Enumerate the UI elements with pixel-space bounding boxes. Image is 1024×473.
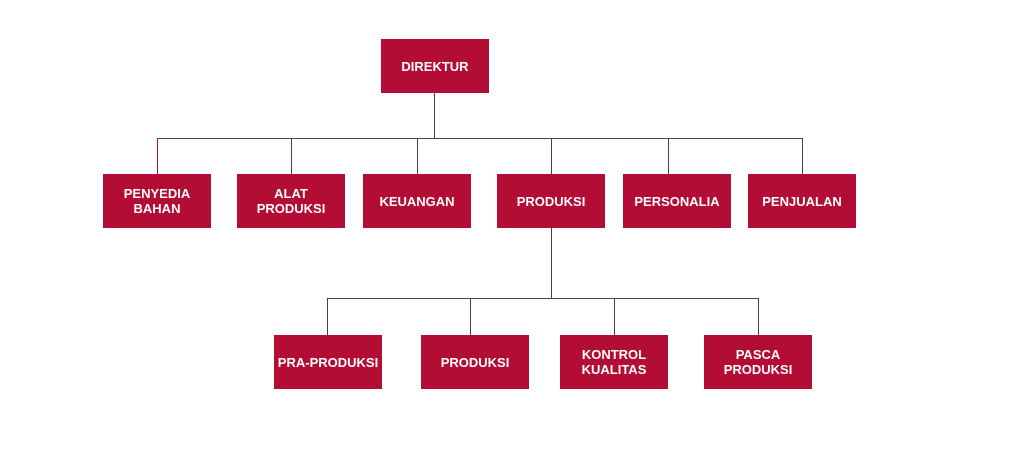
node-personalia: PERSONALIA: [623, 174, 731, 228]
node-direktur: DIREKTUR: [381, 39, 489, 93]
connector-alat-produksi: [291, 138, 292, 174]
connector-produksi-down: [551, 228, 552, 298]
connector-level2-horizontal: [327, 298, 759, 299]
connector-kontrol-kualitas: [614, 298, 615, 335]
connector-produksi-sub: [470, 298, 471, 335]
node-alat-produksi: ALAT PRODUKSI: [237, 174, 345, 228]
node-produksi-sub-label: PRODUKSI: [440, 354, 510, 370]
node-kontrol-kualitas: KONTROL KUALITAS: [560, 335, 668, 389]
node-pasca-produksi-label: PASCA PRODUKSI: [723, 347, 793, 377]
node-produksi-sub: PRODUKSI: [421, 335, 529, 389]
node-pasca-produksi: PASCA PRODUKSI: [704, 335, 812, 389]
connector-keuangan: [417, 138, 418, 174]
node-penjualan-label: PENJUALAN: [762, 193, 842, 209]
node-personalia-label: PERSONALIA: [634, 193, 720, 209]
node-direktur-label: DIREKTUR: [401, 58, 469, 74]
node-penjualan: PENJUALAN: [748, 174, 856, 228]
node-produksi: PRODUKSI: [497, 174, 605, 228]
node-alat-produksi-label: ALAT PRODUKSI: [256, 186, 326, 216]
node-kontrol-kualitas-label: KONTROL KUALITAS: [581, 347, 647, 377]
node-pra-produksi-label: PRA-PRODUKSI: [277, 354, 379, 370]
node-produksi-label: PRODUKSI: [516, 193, 586, 209]
connector-personalia: [668, 138, 669, 174]
connector-level1-horizontal: [157, 138, 803, 139]
node-keuangan-label: KEUANGAN: [379, 193, 455, 209]
connector-pasca-produksi: [758, 298, 759, 335]
node-penyedia-bahan-label: PENYEDIA BAHAN: [123, 186, 191, 216]
connector-penjualan: [802, 138, 803, 174]
connector-penyedia-bahan: [157, 138, 158, 174]
node-keuangan: KEUANGAN: [363, 174, 471, 228]
node-penyedia-bahan: PENYEDIA BAHAN: [103, 174, 211, 228]
node-pra-produksi: PRA-PRODUKSI: [274, 335, 382, 389]
connector-direktur-down: [434, 93, 435, 138]
connector-produksi: [551, 138, 552, 174]
connector-pra-produksi: [327, 298, 328, 335]
